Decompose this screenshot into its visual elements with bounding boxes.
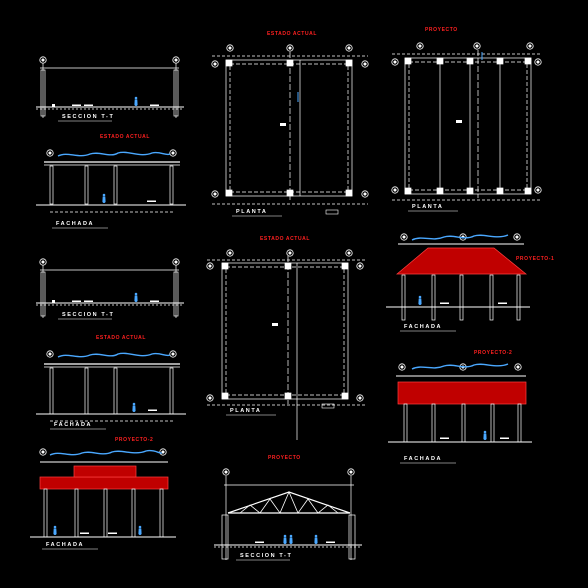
caption-fachada-2: FACHADA — [54, 422, 92, 428]
title-proyecto-center-bottom: PROYECTO — [268, 455, 301, 461]
caption-seccion-center: SECCION T-T — [240, 553, 292, 559]
proyecto-2-fachada-right — [388, 363, 532, 443]
title-proyecto-2-right: PROYECTO-2 — [474, 350, 512, 356]
title-estado-actual-top-center: ESTADO ACTUAL — [267, 31, 317, 37]
title-estado-actual-center-mid: ESTADO ACTUAL — [260, 236, 310, 242]
fachada-drawing-1 — [36, 149, 186, 213]
title-estado-actual-left-1: ESTADO ACTUAL — [100, 134, 150, 140]
caption-fachada-1: FACHADA — [56, 221, 94, 227]
caption-fachada-proyecto-1: FACHADA — [404, 324, 442, 330]
title-proyecto-1: PROYECTO-1 — [516, 256, 554, 262]
caption-planta-2: PLANTA — [230, 408, 262, 414]
seccion-drawing-2 — [36, 258, 184, 318]
caption-seccion-1: SECCION T-T — [62, 114, 114, 120]
title-proyecto-2-left: PROYECTO-2 — [115, 437, 153, 443]
title-estado-actual-left-2: ESTADO ACTUAL — [96, 335, 146, 341]
planta-drawing-1 — [211, 44, 369, 205]
seccion-truss-drawing — [214, 468, 362, 560]
fachada-drawing-2 — [36, 350, 186, 422]
planta-drawing-2 — [206, 249, 365, 440]
proyecto-2-fachada-left — [30, 448, 176, 538]
caption-planta-1: PLANTA — [236, 209, 268, 215]
planta-proyecto-drawing — [391, 42, 542, 201]
caption-fachada-3: FACHADA — [46, 542, 84, 548]
title-proyecto-top-right: PROYECTO — [425, 27, 458, 33]
caption-seccion-2: SECCION T-T — [62, 312, 114, 318]
caption-planta-proyecto: PLANTA — [412, 204, 444, 210]
proyecto-1-fachada — [386, 233, 530, 321]
seccion-drawing-1 — [36, 56, 184, 118]
caption-fachada-proyecto-2: FACHADA — [404, 456, 442, 462]
